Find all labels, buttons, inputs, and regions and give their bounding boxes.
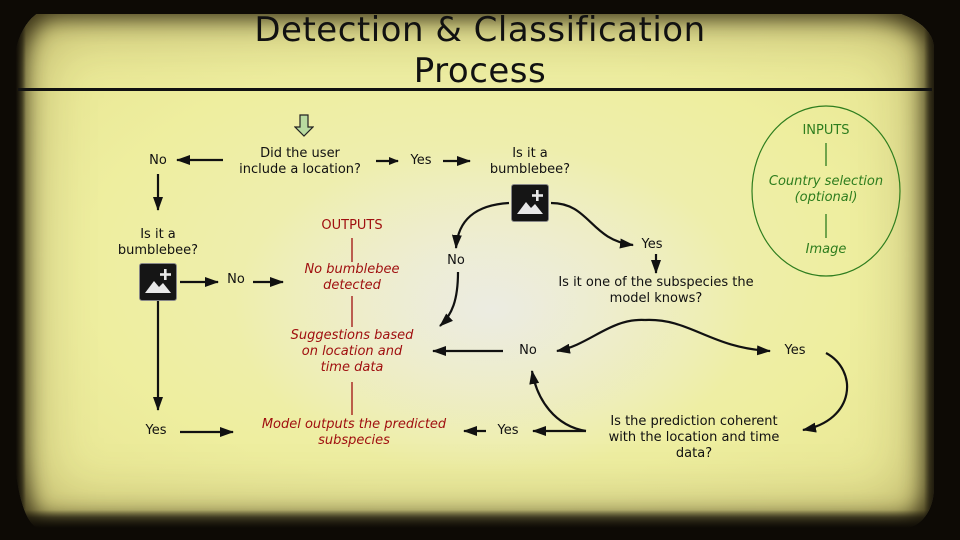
add-image-icon: [139, 263, 177, 301]
question-bumblebee-left-line-1: Is it a: [140, 227, 176, 242]
arrow-no-to-suggestions: [439, 271, 460, 327]
question-bumblebee-right-line-2: bumblebee?: [489, 162, 571, 177]
label-yes-coherent: Yes: [497, 423, 519, 438]
input-country-selection: Country selection (optional): [756, 174, 896, 206]
question-coherent: Is the prediction coherent with the loca…: [594, 414, 794, 462]
question-bumblebee-right: Is it a bumblebee?: [480, 146, 580, 178]
question-subspecies-line-1: Is it one of the subspecies the: [558, 275, 754, 290]
question-coherent-line-1: Is the prediction coherent: [610, 414, 778, 429]
title-line-2: Process: [413, 51, 547, 91]
arrow-coherent-to-no: [529, 370, 587, 433]
label-no-location: No: [149, 153, 167, 168]
label-no-subspecies: No: [519, 343, 537, 358]
label-no-bee-left: No: [227, 272, 245, 287]
input-country-selection-line-2: (optional): [794, 190, 858, 205]
question-subspecies: Is it one of the subspecies the model kn…: [546, 275, 766, 307]
arrow-yes-to-coherent: [802, 352, 849, 433]
question-bumblebee-right-line-1: Is it a: [512, 146, 548, 161]
output-predicted-subspecies: Model outputs the predicted subspecies: [244, 417, 464, 449]
arrow-bee-right-to-yes: [550, 201, 634, 249]
question-bumblebee-left-line-2: bumblebee?: [117, 243, 199, 258]
input-country-selection-line-1: Country selection: [768, 174, 884, 189]
label-yes-location: Yes: [410, 153, 432, 168]
output-suggestions-line-3: time data: [320, 360, 384, 375]
output-no-bumblebee-line-2: detected: [323, 278, 381, 293]
grunge-border-bottom: [0, 510, 960, 540]
question-location-line-1: Did the user: [260, 146, 340, 161]
arrow-subspecies-to-no: [556, 318, 646, 354]
question-subspecies-line-2: model knows?: [609, 291, 703, 306]
label-yes-bee-left: Yes: [145, 423, 167, 438]
slide-title: Detection & Classification Process: [180, 10, 780, 92]
outputs-heading: OUTPUTS: [321, 218, 383, 233]
start-arrow-icon: [294, 114, 314, 137]
output-predicted-subspecies-line-1: Model outputs the predicted: [261, 417, 447, 432]
question-location: Did the user include a location?: [222, 146, 378, 178]
label-yes-subspecies: Yes: [784, 343, 806, 358]
question-coherent-line-2: with the location and time: [608, 430, 780, 445]
question-bumblebee-left: Is it a bumblebee?: [108, 227, 208, 259]
title-divider: [18, 88, 932, 91]
output-suggestions-line-1: Suggestions based: [290, 328, 414, 343]
inputs-ellipse: [751, 105, 901, 277]
arrow-bee-right-to-no: [451, 201, 510, 249]
output-no-bumblebee-line-1: No bumblebee: [304, 262, 400, 277]
add-image-icon: [511, 184, 549, 222]
grunge-border-top: [0, 0, 960, 14]
inputs-heading: INPUTS: [802, 123, 850, 138]
output-suggestions: Suggestions based on location and time d…: [272, 328, 432, 376]
output-suggestions-line-2: on location and: [301, 344, 403, 359]
input-image: Image: [805, 242, 847, 257]
output-predicted-subspecies-line-2: subspecies: [318, 433, 390, 448]
label-no-bee-right: No: [447, 253, 465, 268]
question-location-line-2: include a location?: [239, 162, 361, 177]
question-coherent-line-3: data?: [675, 446, 713, 461]
label-yes-bee-right: Yes: [641, 237, 663, 252]
output-no-bumblebee: No bumblebee detected: [282, 262, 422, 294]
title-line-1: Detection & Classification: [254, 10, 706, 50]
arrow-subspecies-to-yes: [644, 318, 771, 356]
